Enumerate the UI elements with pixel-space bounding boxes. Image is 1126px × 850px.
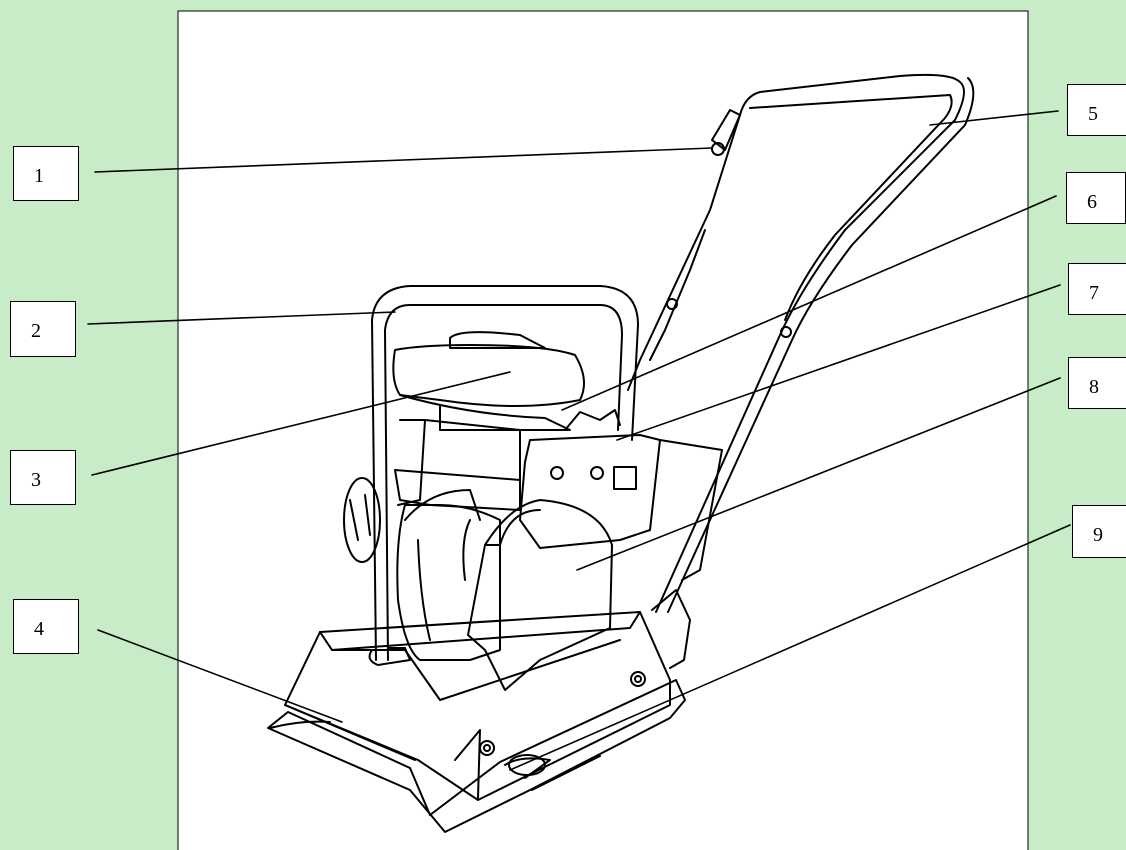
- vibration-housing: [284, 611, 671, 801]
- callout-1: 1: [13, 146, 79, 201]
- control-panel: [519, 409, 723, 581]
- lifting-handle: [368, 285, 639, 666]
- callout-9: 9: [1072, 505, 1126, 558]
- callout-6: 6: [1066, 172, 1126, 224]
- guide-handle: [627, 73, 975, 669]
- fuel-tank: [392, 331, 585, 431]
- callout-3: 3: [10, 450, 76, 505]
- plate-compactor-illustration: [87, 73, 1071, 833]
- callout-2: 2: [10, 301, 76, 357]
- leader-lines: [87, 110, 1071, 771]
- callout-5: 5: [1067, 84, 1126, 136]
- belt-cover: [467, 499, 613, 691]
- callout-8: 8: [1068, 357, 1126, 409]
- drawing-panel: [177, 10, 1029, 850]
- callout-7: 7: [1068, 263, 1126, 315]
- engine: [343, 419, 521, 661]
- callout-4: 4: [13, 599, 79, 654]
